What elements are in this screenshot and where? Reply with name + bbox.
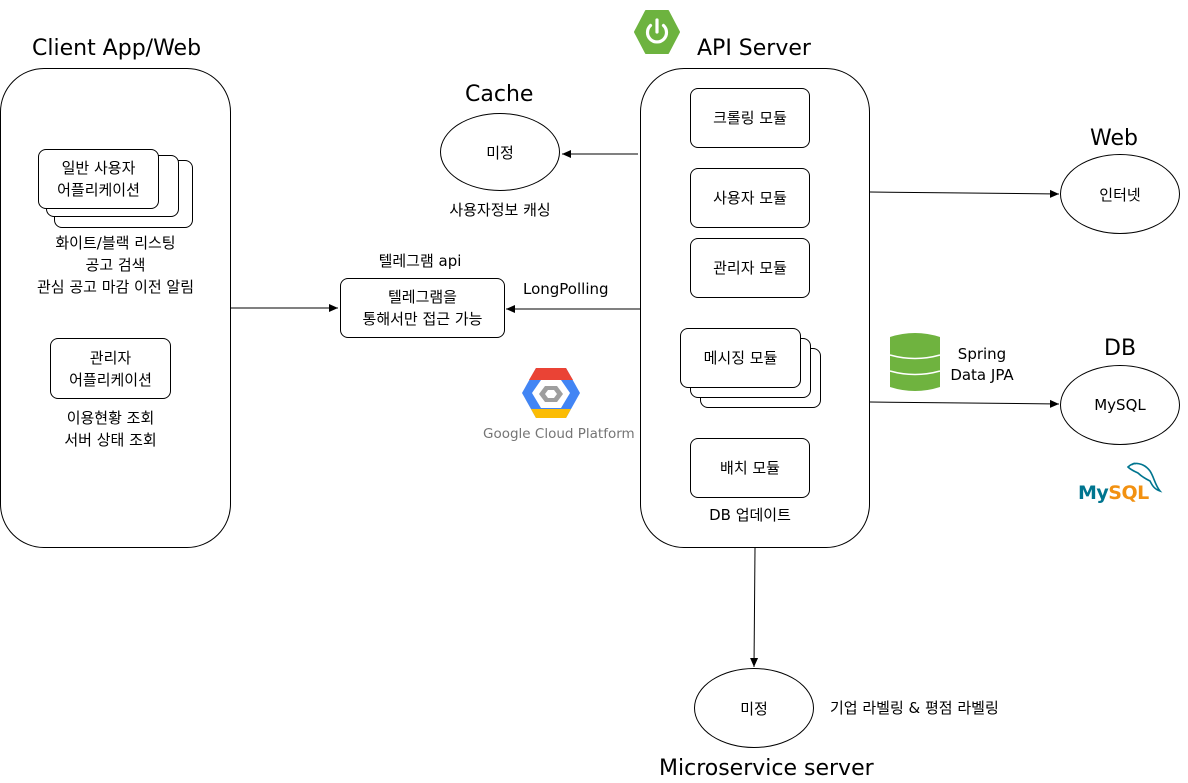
telegram-title: 텔레그램 api	[378, 252, 462, 270]
mysql-dolphin-icon	[1126, 462, 1163, 493]
web-node-label: 인터넷	[1099, 185, 1141, 204]
jpa-label-line1: Spring	[957, 345, 1007, 363]
micro-title: Microservice server	[659, 756, 874, 781]
module-crawling-label: 크롤링 모듈	[713, 109, 787, 127]
jpa-label: Spring Data JPA	[944, 344, 1020, 386]
user-app-line2: 어플리케이션	[57, 181, 140, 199]
module-batch-label: 배치 모듈	[720, 459, 780, 477]
module-admin: 관리자 모듈	[690, 238, 810, 298]
jpa-label-line2: Data JPA	[950, 366, 1014, 384]
web-title: Web	[1090, 126, 1138, 151]
edge-api-db	[869, 399, 1060, 408]
db-title: DB	[1104, 336, 1137, 361]
module-user-label: 사용자 모듈	[713, 189, 787, 207]
user-features: 화이트/블랙 리스팅 공고 검색 관심 공고 마감 이전 알림	[0, 232, 231, 298]
mysql-logo-my: My	[1078, 482, 1109, 504]
longpolling-label: LongPolling	[523, 280, 609, 298]
gcp-hexagon-icon	[522, 368, 580, 418]
micro-node: 미정	[694, 668, 814, 748]
telegram-line1: 텔레그램을	[387, 288, 457, 306]
module-batch: 배치 모듈	[690, 438, 810, 498]
admin-features: 이용현황 조회 서버 상태 조회	[0, 407, 221, 451]
admin-app-line2: 어플리케이션	[69, 370, 152, 389]
telegram-line2: 통해서만 접근 가능	[362, 310, 483, 328]
client-container	[0, 68, 231, 548]
user-feature-whitelist: 화이트/블랙 리스팅	[55, 234, 176, 252]
db-node: MySQL	[1060, 365, 1180, 445]
spring-boot-icon	[634, 10, 680, 54]
module-messaging: 메시징 모듈	[680, 328, 801, 388]
module-messaging-label: 메시징 모듈	[703, 349, 778, 367]
user-feature-alert: 관심 공고 마감 이전 알림	[36, 278, 195, 296]
database-icon	[889, 333, 941, 391]
admin-feature-server: 서버 상태 조회	[64, 431, 157, 449]
cache-node-label: 미정	[486, 143, 514, 162]
api-title: API Server	[697, 36, 811, 61]
module-crawling: 크롤링 모듈	[690, 88, 810, 148]
mysql-logo-text: MySQL	[1078, 482, 1149, 504]
db-node-label: MySQL	[1094, 396, 1146, 414]
micro-node-label: 미정	[740, 699, 768, 718]
user-feature-search: 공고 검색	[85, 256, 146, 274]
micro-caption: 기업 라벨링 & 평점 라벨링	[830, 699, 999, 717]
user-app-line1: 일반 사용자	[61, 159, 136, 177]
cache-title: Cache	[465, 82, 534, 107]
cache-caption: 사용자정보 캐싱	[449, 201, 551, 219]
admin-feature-usage: 이용현황 조회	[66, 409, 155, 427]
user-app-box: 일반 사용자 어플리케이션	[38, 149, 159, 209]
admin-app-line1: 관리자	[89, 348, 132, 367]
admin-app-box: 관리자 어플리케이션	[50, 338, 171, 399]
gcp-logo-text: Google Cloud Platform	[483, 426, 635, 442]
telegram-box: 텔레그램을 통해서만 접근 가능	[340, 278, 505, 338]
module-admin-label: 관리자 모듈	[713, 259, 787, 277]
web-node: 인터넷	[1060, 154, 1180, 234]
mysql-logo-sql: SQL	[1108, 482, 1149, 504]
module-user: 사용자 모듈	[690, 168, 810, 228]
batch-caption: DB 업데이트	[709, 506, 791, 524]
edge-api-web	[869, 189, 1060, 198]
edge-api-micro	[750, 547, 759, 668]
client-title: Client App/Web	[32, 36, 202, 61]
cache-node: 미정	[440, 113, 560, 191]
